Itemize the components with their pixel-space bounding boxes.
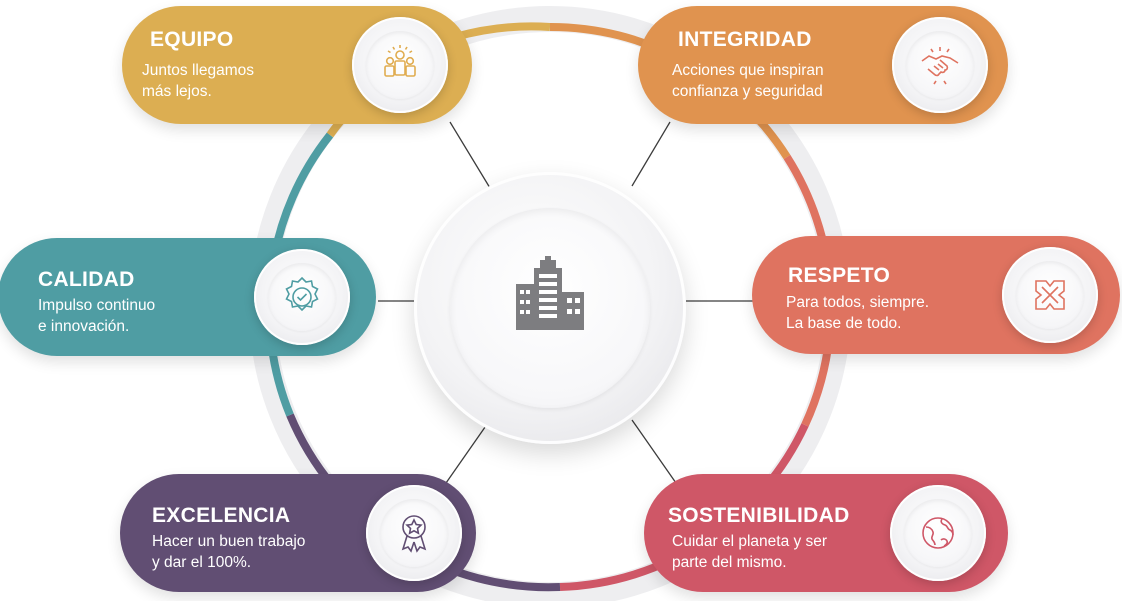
value-title: SOSTENIBILIDAD — [668, 504, 850, 527]
team-icon — [384, 45, 416, 77]
building-icon — [516, 256, 584, 330]
award-medal-icon — [401, 515, 427, 553]
value-card-sostenibilidad: SOSTENIBILIDAD Cuidar el planeta y ser p… — [644, 474, 1008, 592]
value-title: INTEGRIDAD — [678, 28, 812, 51]
value-description: Juntos llegamos más lejos. — [142, 62, 255, 100]
value-card-calidad: CALIDAD Impulso continuo e innovación. — [0, 238, 376, 356]
value-title: EXCELENCIA — [152, 504, 291, 527]
value-description: Para todos, siempre. La base de todo. — [786, 294, 930, 332]
value-badge — [352, 17, 448, 113]
value-badge — [892, 17, 988, 113]
handshake-icon — [921, 47, 959, 85]
center-disc — [414, 172, 686, 444]
value-badge — [366, 485, 462, 581]
value-description: Cuidar el planeta y ser parte del mismo. — [672, 533, 828, 571]
value-card-excelencia: EXCELENCIA Hacer un buen trabajo y dar e… — [120, 474, 476, 592]
value-description: Acciones que inspiran confianza y seguri… — [672, 62, 824, 100]
value-card-respeto: RESPETO Para todos, siempre. La base de … — [752, 236, 1120, 354]
value-description: Hacer un buen trabajo y dar el 100%. — [152, 533, 306, 571]
value-description: Impulso continuo e innovación. — [38, 297, 156, 335]
value-card-integridad: INTEGRIDAD Acciones que inspiran confian… — [638, 6, 1008, 124]
spokes — [378, 121, 760, 484]
joined-hands-icon — [1035, 280, 1065, 310]
value-badge — [254, 249, 350, 345]
value-title: RESPETO — [788, 264, 891, 287]
quality-seal-icon — [285, 276, 319, 312]
value-title: CALIDAD — [38, 268, 135, 291]
value-card-equipo: EQUIPO Juntos llegamos más lejos. — [122, 6, 472, 124]
value-title: EQUIPO — [150, 28, 234, 51]
value-badge — [890, 485, 986, 581]
value-badge — [1002, 247, 1098, 343]
globe-icon — [922, 517, 954, 549]
